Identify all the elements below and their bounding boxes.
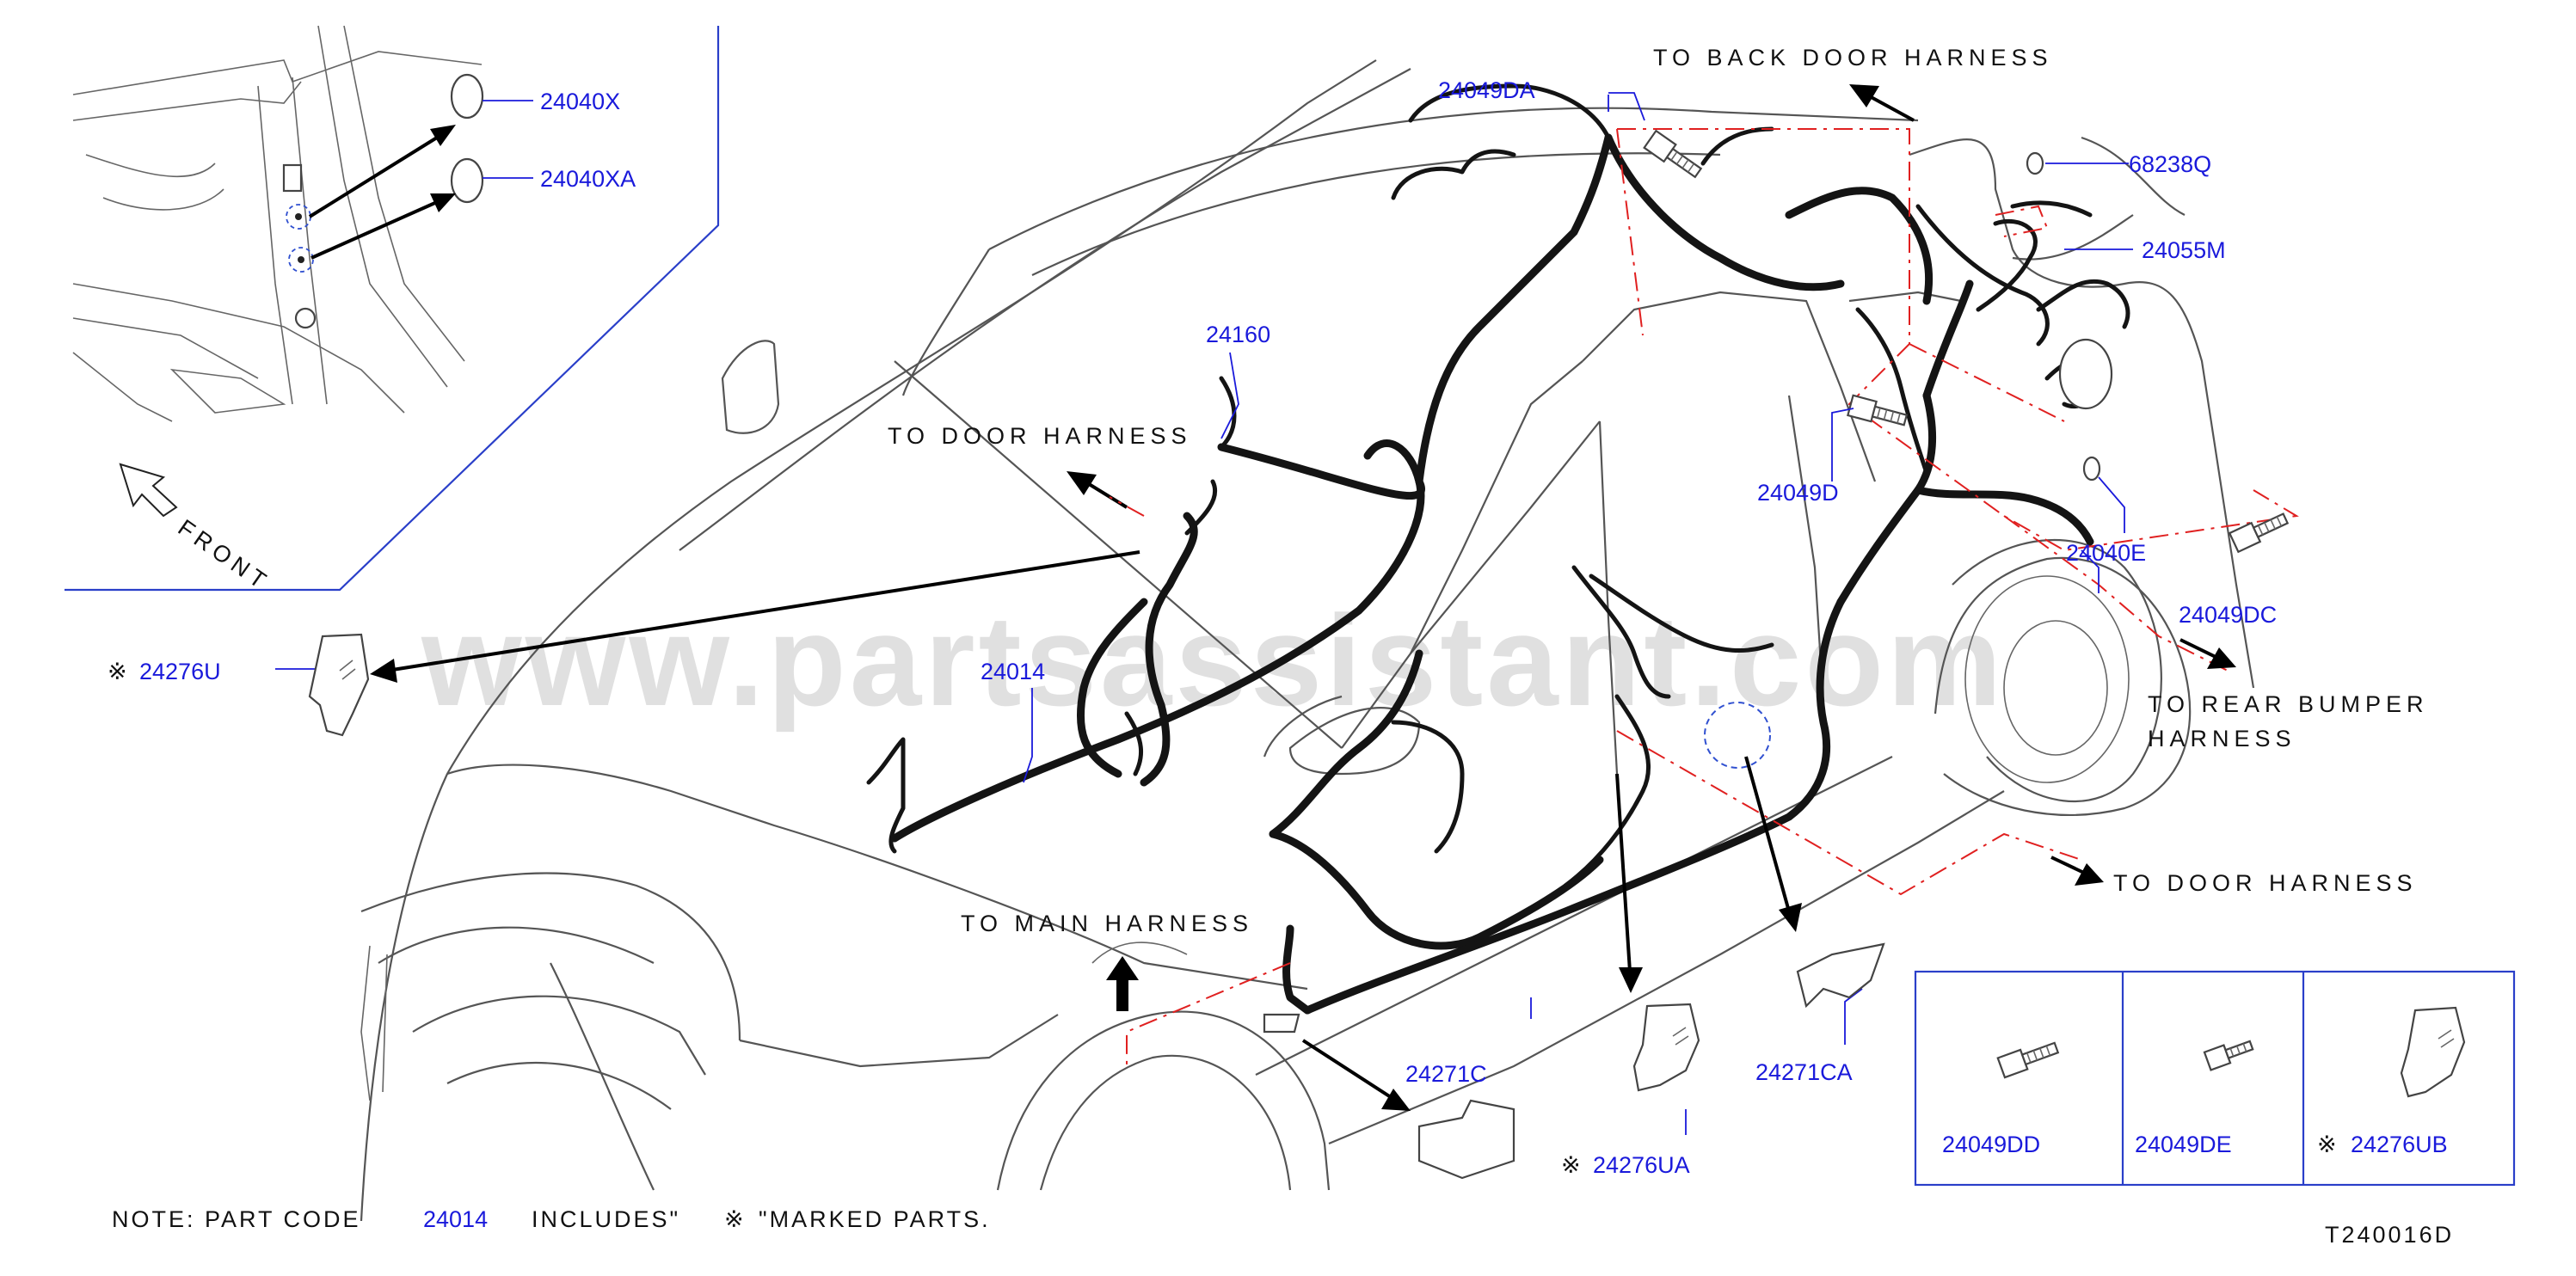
label-to-main-harness: TO MAIN HARNESS <box>961 911 1253 936</box>
bolt-24049dc-icon <box>2228 512 2290 554</box>
clip-24276u <box>308 633 370 737</box>
note-line: NOTE: PART CODE 24014 INCLUDES" ※ "MARKE… <box>112 1206 991 1233</box>
label-to-rear-bumper-2: HARNESS <box>2148 726 2296 751</box>
leader-lines <box>275 92 2133 1135</box>
grommet-24040x <box>450 73 484 120</box>
part-24271c[interactable]: 24271C <box>1405 1061 1487 1087</box>
label-to-rear-bumper-1: TO REAR BUMPER <box>2148 691 2429 717</box>
label-to-door-harness-lower: TO DOOR HARNESS <box>2113 870 2418 896</box>
protector-24271ca <box>1796 942 1885 1009</box>
marker-24276u: ※ <box>108 659 127 685</box>
harness-24014 <box>866 83 2130 1015</box>
arrow-to-rear-bumper-icon <box>2179 638 2236 669</box>
marker-24276ua: ※ <box>1561 1152 1581 1179</box>
arrow-to-back-door-icon <box>1849 84 1915 122</box>
label-to-back-door-harness: TO BACK DOOR HARNESS <box>1653 45 2053 71</box>
watermark: www.partsassistant.com <box>421 588 2005 733</box>
clip-detail-circle <box>1704 702 1771 769</box>
part-24049de[interactable]: 24049DE <box>2135 1132 2232 1157</box>
bolt-24049de-icon <box>2203 1040 2254 1071</box>
bolt-24049d-icon <box>1847 394 1909 426</box>
part-24276u[interactable]: 24276U <box>139 659 221 684</box>
label-to-door-harness-upper: TO DOOR HARNESS <box>888 423 1192 449</box>
front-arrow-icon <box>119 463 178 518</box>
connector-main <box>1263 1013 1300 1034</box>
grommet-24040xa <box>450 157 484 204</box>
fuel-lid <box>2058 338 2113 410</box>
front-label: FRONT <box>174 514 275 596</box>
part-24040x[interactable]: 24040X <box>540 89 620 114</box>
protector-24271c <box>1417 1099 1515 1180</box>
car-body-outline <box>360 59 2255 1222</box>
grommet-68238q <box>2026 151 2044 175</box>
note-suffix: INCLUDES" <box>532 1206 680 1232</box>
part-68238q[interactable]: 68238Q <box>2129 151 2211 177</box>
arrow-to-main-icon <box>1106 956 1139 1011</box>
part-24014[interactable]: 24014 <box>981 659 1045 684</box>
legend-boxes <box>1914 970 2516 1187</box>
part-24160[interactable]: 24160 <box>1206 322 1270 347</box>
part-24040e[interactable]: 24040E <box>2066 540 2146 566</box>
note-marked-parts: "MARKED PARTS. <box>759 1206 991 1232</box>
arrow-to-door-lower-icon <box>2050 856 2104 886</box>
part-24055m[interactable]: 24055M <box>2142 237 2226 263</box>
note-prefix: NOTE: PART CODE <box>112 1206 361 1232</box>
part-24049dd[interactable]: 24049DD <box>1942 1132 2040 1157</box>
arrow-to-door-upper-icon <box>1067 471 1145 517</box>
part-24271ca[interactable]: 24271CA <box>1755 1059 1853 1085</box>
marker-24276ub: ※ <box>2317 1132 2337 1158</box>
part-24049d[interactable]: 24049D <box>1757 480 1839 506</box>
diagram-code: T240016D <box>2325 1222 2454 1248</box>
bolt-24049da-icon <box>1643 129 1703 179</box>
clip-24276ua <box>1632 1003 1700 1092</box>
note-marker: ※ <box>724 1206 744 1233</box>
part-24049da[interactable]: 24049DA <box>1438 77 1535 103</box>
clip-24276ub <box>2400 1006 2466 1098</box>
bolt-24049dd-icon <box>1996 1041 2060 1079</box>
part-24049dc[interactable]: 24049DC <box>2179 602 2277 628</box>
detail-arrows <box>370 550 1802 1111</box>
part-24040xa[interactable]: 24040XA <box>540 166 636 192</box>
part-24276ub[interactable]: 24276UB <box>2351 1132 2448 1157</box>
note-part-code[interactable]: 24014 <box>423 1206 488 1232</box>
reference-lines <box>1126 128 2299 1066</box>
part-24276ua[interactable]: 24276UA <box>1593 1152 1690 1178</box>
grommet-24040e <box>2082 456 2101 482</box>
